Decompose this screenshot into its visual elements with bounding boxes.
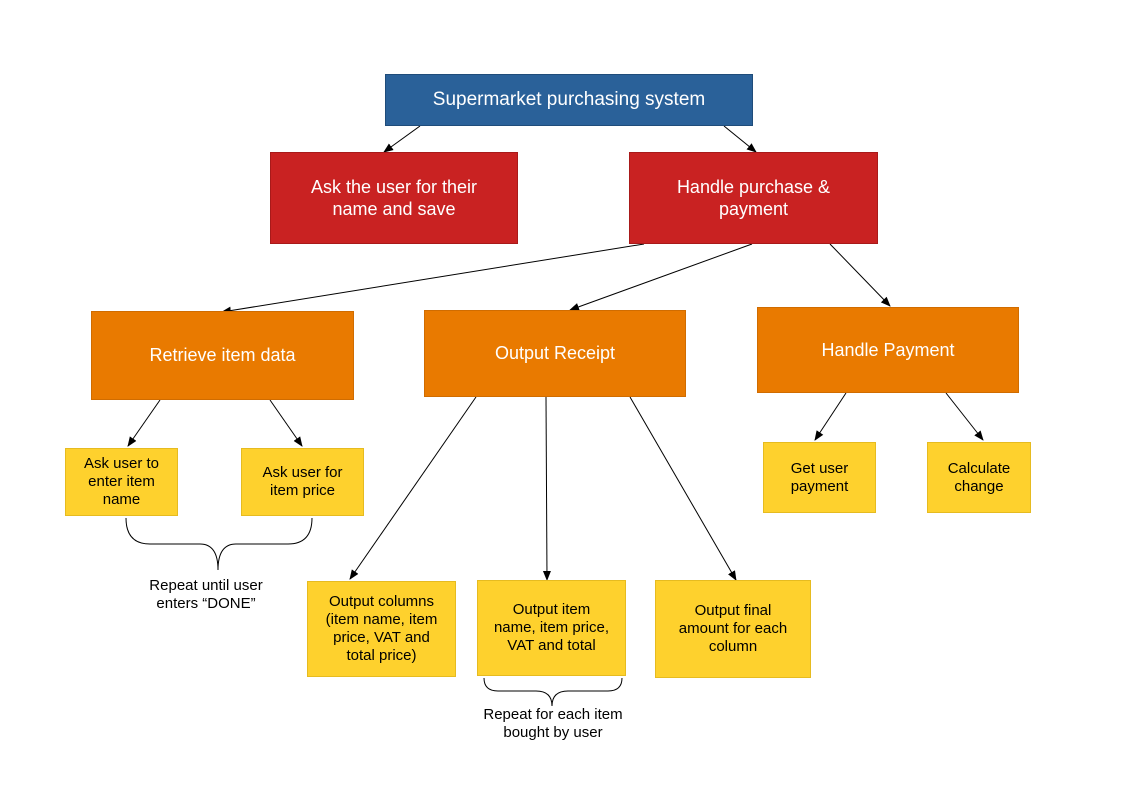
ask-item-name-node-label: Ask user to enter item name	[83, 455, 160, 508]
output-columns-node: Output columns (item name, item price, V…	[307, 581, 456, 677]
get-payment-node-label: Get user payment	[790, 459, 849, 495]
handle-purchase-node-label: Handle purchase & payment	[676, 177, 831, 219]
root-node-label: Supermarket purchasing system	[432, 89, 706, 110]
arrow-receipt-to-item	[542, 396, 551, 581]
get-payment-node: Get user payment	[763, 442, 876, 513]
root-node: Supermarket purchasing system	[385, 74, 753, 126]
arrow-purchase-to-payment	[829, 243, 891, 307]
retrieve-item-node: Retrieve item data	[91, 311, 354, 400]
brace-repeat-done	[125, 517, 313, 571]
output-columns-node-label: Output columns (item name, item price, V…	[325, 593, 438, 664]
arrow-receipt-to-columns	[349, 396, 477, 580]
ask-item-price-node: Ask user for item price	[241, 448, 364, 516]
arrow-purchase-to-retrieve	[221, 243, 645, 315]
ask-name-node-label: Ask the user for their name and save	[310, 177, 478, 219]
repeat-until-done-note: Repeat until user enters “DONE”	[149, 577, 263, 612]
output-receipt-node-label: Output Receipt	[494, 343, 616, 363]
arrow-payment-to-get-payment	[814, 392, 847, 441]
handle-purchase-node: Handle purchase & payment	[629, 152, 878, 244]
arrow-payment-to-change	[945, 392, 984, 441]
output-final-node: Output final amount for each column	[655, 580, 811, 678]
arrow-root-to-handle-purchase	[723, 125, 757, 153]
handle-payment-node: Handle Payment	[757, 307, 1019, 393]
output-item-node: Output item name, item price, VAT and to…	[477, 580, 626, 676]
ask-item-price-node-label: Ask user for item price	[262, 464, 343, 499]
output-receipt-node: Output Receipt	[424, 310, 686, 397]
calculate-change-node-label: Calculate change	[947, 459, 1011, 495]
repeat-for-each-item-note: Repeat for each item bought by user	[483, 706, 623, 741]
arrow-root-to-ask-name	[383, 125, 421, 153]
arrow-retrieve-to-ask-item-price	[269, 399, 303, 447]
arrow-retrieve-to-ask-item-name	[127, 399, 161, 447]
ask-name-node: Ask the user for their name and save	[270, 152, 518, 244]
calculate-change-node: Calculate change	[927, 442, 1031, 513]
brace-repeat-each	[483, 677, 623, 707]
handle-payment-node-label: Handle Payment	[821, 339, 955, 360]
ask-item-name-node: Ask user to enter item name	[65, 448, 178, 516]
arrow-purchase-to-receipt	[569, 243, 753, 311]
retrieve-item-node-label: Retrieve item data	[149, 345, 296, 365]
arrow-receipt-to-final	[629, 396, 737, 581]
output-item-node-label: Output item name, item price, VAT and to…	[493, 601, 610, 654]
output-final-node-label: Output final amount for each column	[678, 602, 788, 655]
